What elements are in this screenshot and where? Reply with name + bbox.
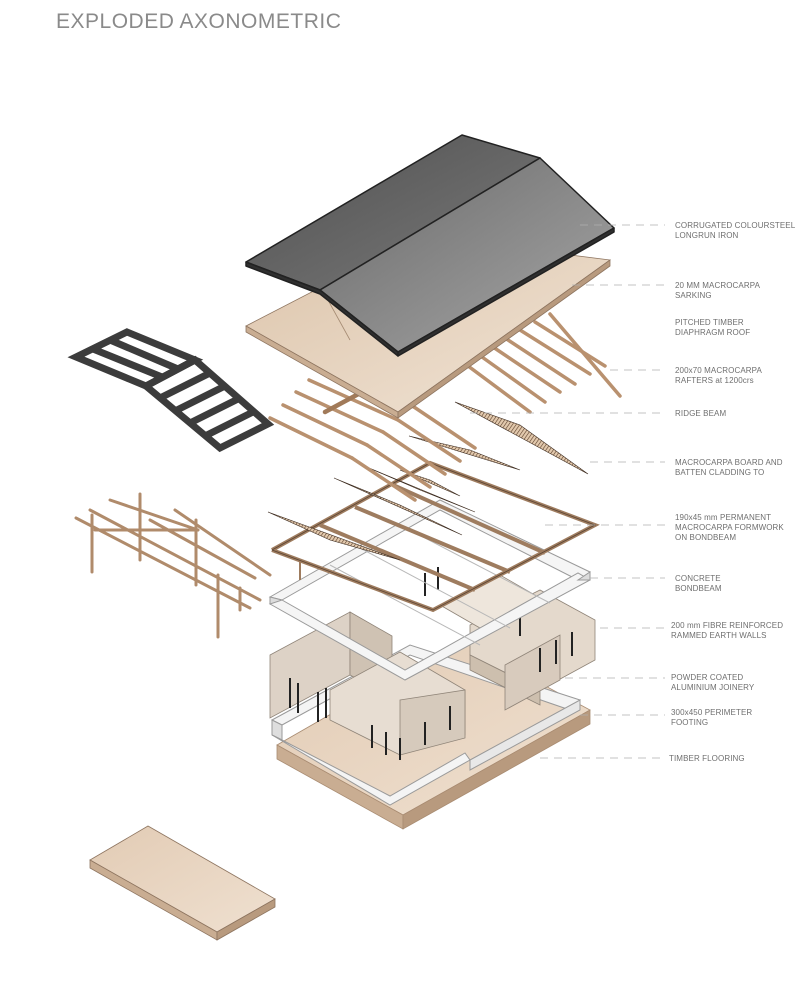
rammed-earth-walls (269, 574, 596, 756)
macrocarpa-formwork (271, 460, 600, 613)
corrugated-roof (245, 134, 615, 357)
board-batten-cladding (267, 401, 589, 561)
floor-panel-sample (89, 825, 276, 941)
leader-lines (470, 224, 665, 759)
steel-canopy-grid (67, 328, 275, 453)
verandah-timber-frame (74, 492, 272, 639)
formwork-inner-edge (271, 462, 596, 611)
label-timber-flooring: TIMBER FLOORING (669, 754, 745, 763)
page-title: EXPLODED AXONOMETRIC (56, 10, 342, 33)
label-ridge-beam: RIDGE BEAM (675, 409, 727, 418)
